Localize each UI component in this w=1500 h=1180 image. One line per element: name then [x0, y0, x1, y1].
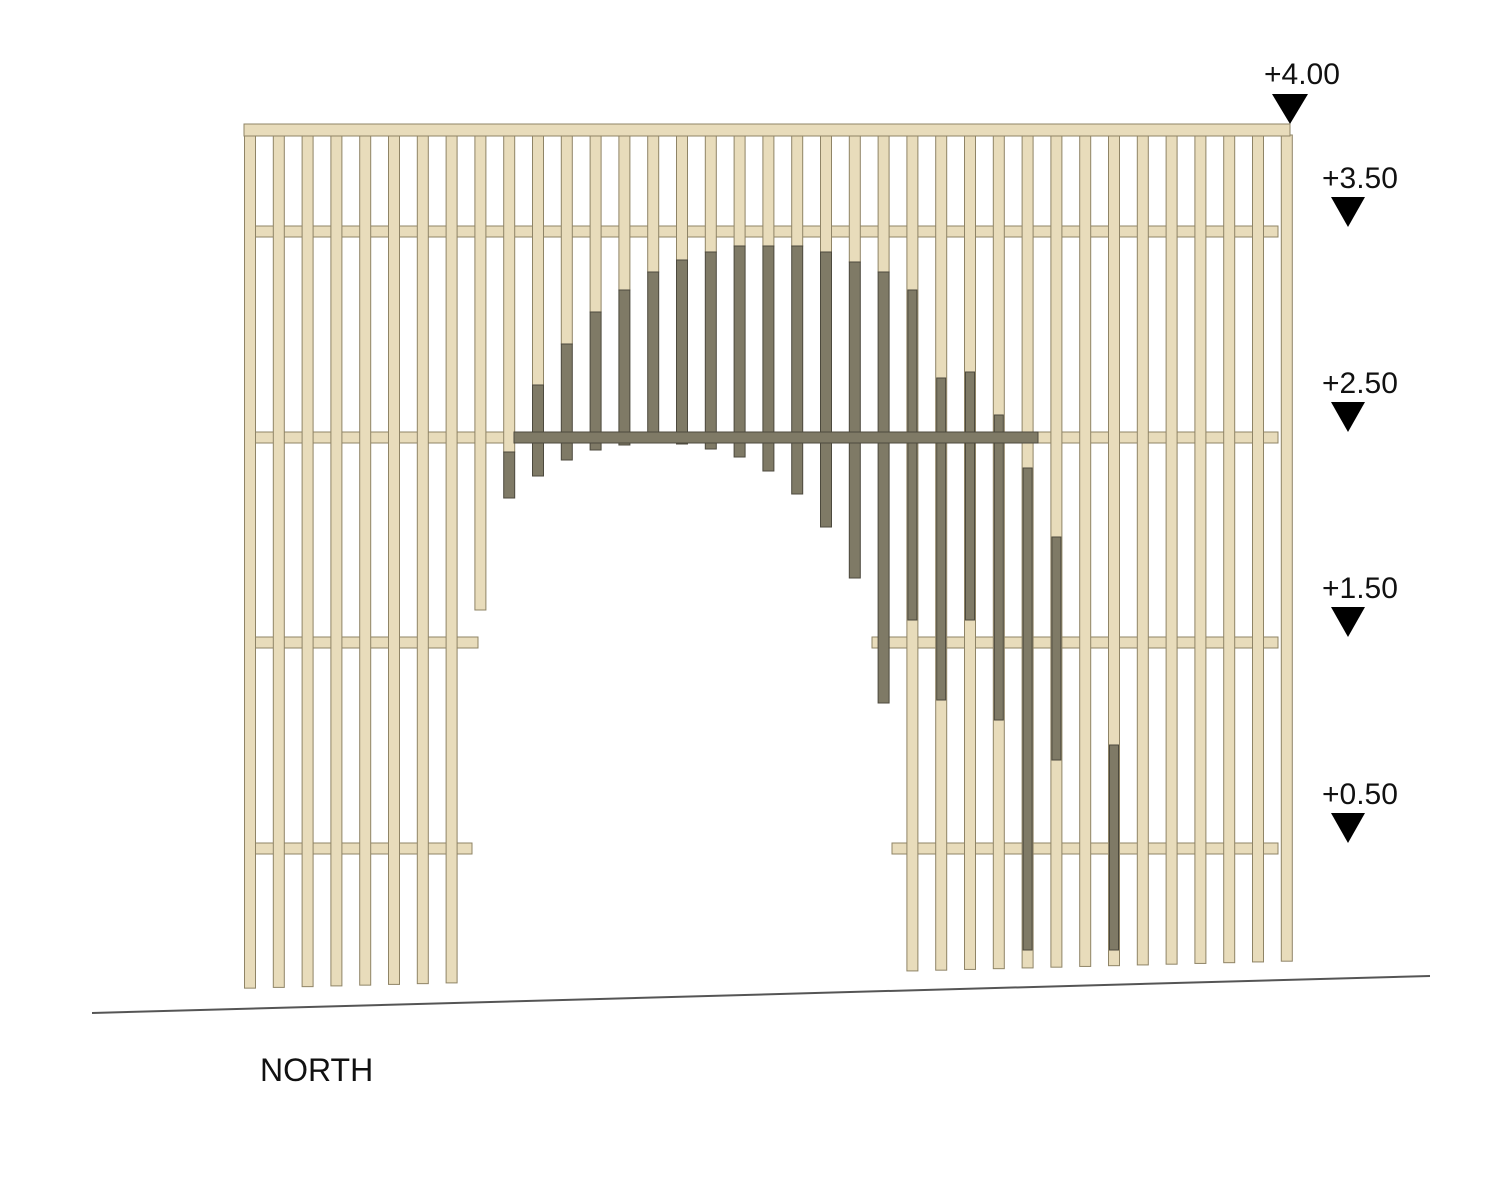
post-31	[1136, 134, 1149, 966]
post-13-dark	[618, 289, 631, 446]
post-2	[301, 134, 314, 988]
post-34	[1223, 134, 1236, 964]
level-marker-0-5	[1331, 813, 1365, 843]
post-11	[560, 134, 573, 345]
post-1	[272, 134, 285, 988]
post-19-dark	[791, 245, 804, 495]
post-5	[388, 134, 400, 985]
post-24-dark	[936, 377, 947, 701]
post-26-dark	[993, 414, 1004, 721]
level-label-4: +4.00	[1264, 58, 1340, 91]
post-9-dark	[503, 451, 516, 499]
level-marker-3-5	[1331, 197, 1365, 227]
post-6	[416, 134, 429, 985]
post-29	[1079, 134, 1092, 967]
post-12-dark	[589, 311, 602, 451]
ground-line	[91, 975, 1431, 1014]
post-9	[503, 134, 516, 453]
post-23-dark	[907, 289, 918, 621]
post-3	[330, 134, 343, 987]
level-label-3-5: +3.50	[1322, 162, 1398, 195]
level-marker-4	[1272, 94, 1308, 124]
post-15	[676, 134, 688, 261]
post-21	[848, 134, 861, 263]
post-30-dark	[1109, 744, 1119, 951]
post-8	[474, 134, 487, 611]
post-25-dark	[965, 371, 975, 621]
post-36	[1280, 134, 1293, 962]
post-19	[791, 134, 804, 247]
post-17-dark	[733, 245, 746, 458]
post-16-dark	[704, 251, 717, 450]
post-12	[589, 134, 602, 313]
drawing-title: NORTH	[260, 1052, 374, 1088]
post-18-dark	[762, 245, 775, 472]
post-10-dark	[532, 384, 544, 477]
post-7	[445, 134, 458, 984]
post-14	[647, 134, 660, 273]
post-4	[359, 134, 372, 986]
level-label-0-5: +0.50	[1322, 778, 1398, 811]
level-marker-1-5	[1331, 607, 1365, 637]
level-label-2-5: +2.50	[1322, 367, 1398, 400]
rail-2-50-dark	[513, 431, 1039, 444]
post-20-dark	[820, 251, 832, 528]
rail-1-50-right	[871, 636, 1279, 649]
level-marker-2-5	[1331, 402, 1365, 432]
post-13	[618, 134, 631, 291]
post-11-dark	[560, 343, 573, 461]
upper-rails	[243, 123, 1291, 444]
post-22-dark	[877, 271, 890, 704]
level-markers	[1272, 94, 1365, 843]
post-21-dark	[848, 261, 861, 579]
post-35	[1252, 134, 1264, 963]
post-17	[733, 134, 746, 247]
post-0	[244, 134, 256, 989]
post-14-dark	[647, 271, 660, 444]
posts	[244, 134, 1293, 989]
post-28-dark	[1051, 536, 1062, 761]
post-20	[820, 134, 832, 253]
post-15-dark	[676, 259, 688, 445]
post-18	[762, 134, 775, 247]
post-10	[532, 134, 544, 386]
rail-2-50-right	[1037, 431, 1279, 444]
post-27-dark	[1022, 467, 1033, 951]
post-32	[1165, 134, 1178, 965]
level-label-1-5: +1.50	[1322, 572, 1398, 605]
top-beam	[243, 123, 1291, 137]
post-33	[1194, 134, 1207, 964]
post-22	[877, 134, 890, 273]
post-16	[704, 134, 717, 253]
